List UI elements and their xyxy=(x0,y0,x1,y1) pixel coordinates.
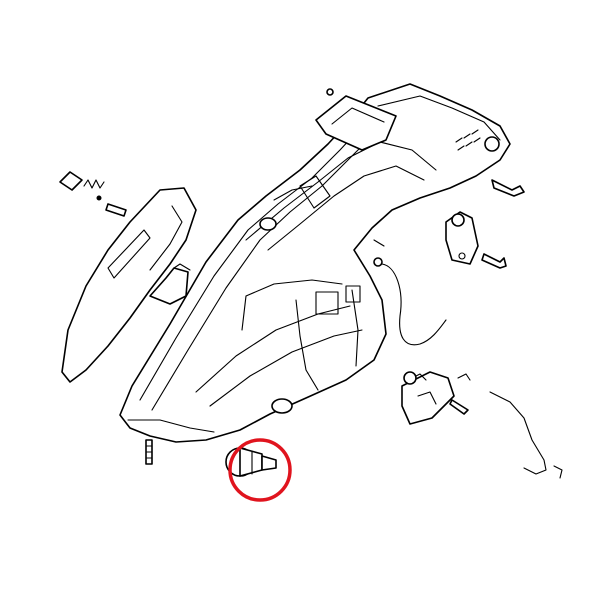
throttle-linkage xyxy=(401,371,563,479)
lower-screw xyxy=(145,439,153,465)
mount-bracket xyxy=(445,211,507,269)
top-screw xyxy=(326,88,334,96)
ground-cable xyxy=(373,239,447,346)
decal-plate xyxy=(315,95,397,151)
grip-cover xyxy=(61,187,197,383)
trigger-bracket xyxy=(149,263,191,305)
spring-assembly xyxy=(59,171,127,217)
rubber-buffer[interactable] xyxy=(225,447,277,477)
right-bolt-top xyxy=(491,179,525,197)
handle-housing xyxy=(119,83,511,443)
rubber-buffer-highlight-circle xyxy=(228,438,292,502)
